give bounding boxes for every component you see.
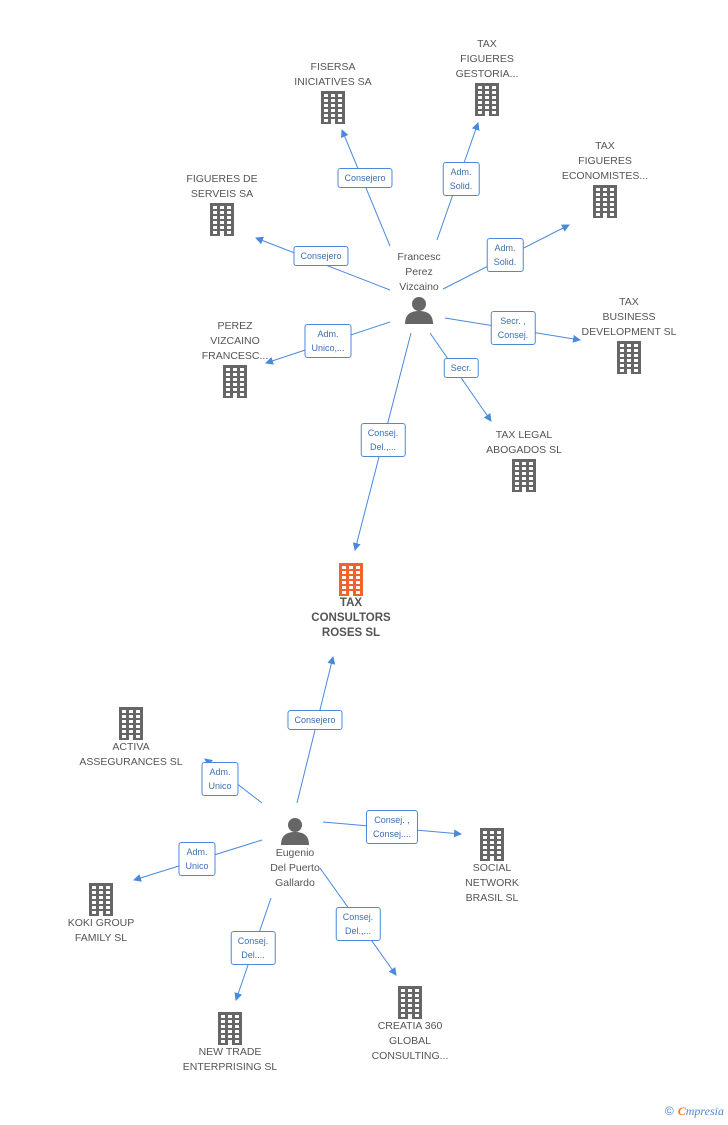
brand-footer: ©Cmpresia xyxy=(665,1104,724,1119)
company-node-new-trade[interactable]: NEW TRADE ENTERPRISING SL xyxy=(165,1011,295,1075)
building-icon xyxy=(321,91,345,124)
node-label[interactable]: ACTIVA ASSEGURANCES SL xyxy=(79,741,183,768)
company-node-creatia[interactable]: CREATIA 360 GLOBAL CONSULTING... xyxy=(345,985,475,1064)
edge-role-label[interactable]: Consejero xyxy=(287,710,343,730)
edge-role-label[interactable]: Consej. , Consej.... xyxy=(365,810,419,844)
person-node-francesc[interactable]: Francesc Perez Vizcaino xyxy=(354,250,484,325)
building-icon xyxy=(210,203,234,236)
node-label[interactable]: TAX BUSINESS DEVELOPMENT SL xyxy=(581,296,677,338)
copyright-icon: © xyxy=(664,1104,674,1118)
edge-role-label[interactable]: Consej. Del.,... xyxy=(360,423,406,457)
node-label[interactable]: KOKI GROUP FAMILY SL xyxy=(67,917,135,944)
building-icon xyxy=(218,1012,242,1045)
company-node-fisersa[interactable]: FISERSA INICIATIVES SA xyxy=(268,60,398,124)
edge-role-label[interactable]: Consejero xyxy=(293,246,349,266)
node-label[interactable]: Francesc Perez Vizcaino xyxy=(397,251,441,293)
person-icon xyxy=(281,818,309,845)
building-icon xyxy=(593,185,617,218)
building-icon xyxy=(398,986,422,1019)
company-node-figueres-serveis[interactable]: FIGUERES DE SERVEIS SA xyxy=(157,172,287,236)
company-node-perez-vizcaino[interactable]: PEREZ VIZCAINO FRANCESC... xyxy=(170,319,300,398)
node-label[interactable]: FIGUERES DE SERVEIS SA xyxy=(186,173,258,200)
node-label[interactable]: TAX FIGUERES GESTORIA... xyxy=(455,38,519,80)
company-node-social-network[interactable]: SOCIAL NETWORK BRASIL SL xyxy=(427,827,557,906)
edge-role-label[interactable]: Adm. Unico,... xyxy=(304,324,352,358)
edge-role-label[interactable]: Consej. Del.,... xyxy=(335,907,381,941)
node-label[interactable]: TAX CONSULTORS ROSES SL xyxy=(311,597,391,639)
building-icon xyxy=(512,459,536,492)
edge-role-label[interactable]: Adm. Solid. xyxy=(442,162,480,196)
person-icon xyxy=(405,297,433,324)
edge-role-label[interactable]: Adm. Solid. xyxy=(486,238,524,272)
company-node-tax-figueres-gestoria[interactable]: TAX FIGUERES GESTORIA... xyxy=(422,37,552,116)
node-label[interactable]: CREATIA 360 GLOBAL CONSULTING... xyxy=(371,1020,449,1062)
edge-role-label[interactable]: Consejero xyxy=(337,168,393,188)
edge-eugenio-to-tax-consultors xyxy=(296,656,336,804)
person-node-eugenio[interactable]: Eugenio Del Puerto Gallardo xyxy=(230,816,360,891)
edge-role-label[interactable]: Consej. Del.... xyxy=(230,931,276,965)
edge-role-label[interactable]: Secr. , Consej. xyxy=(490,311,536,345)
company-node-tax-consultors[interactable]: TAX CONSULTORS ROSES SL xyxy=(286,562,416,641)
brand-logo-text: mpresia xyxy=(685,1104,724,1118)
building-icon xyxy=(119,707,143,740)
company-node-activa[interactable]: ACTIVA ASSEGURANCES SL xyxy=(66,706,196,770)
edge-role-label[interactable]: Adm. Unico xyxy=(201,762,239,796)
node-label[interactable]: SOCIAL NETWORK BRASIL SL xyxy=(465,862,519,904)
building-icon xyxy=(480,828,504,861)
node-label[interactable]: TAX LEGAL ABOGADOS SL xyxy=(486,429,562,456)
edge-role-label[interactable]: Secr. xyxy=(443,358,479,378)
node-label[interactable]: Eugenio Del Puerto Gallardo xyxy=(270,847,320,889)
building-icon xyxy=(475,83,499,116)
node-label[interactable]: PEREZ VIZCAINO FRANCESC... xyxy=(201,320,269,362)
brand-logo-initial: C xyxy=(677,1104,686,1118)
company-node-koki[interactable]: KOKI GROUP FAMILY SL xyxy=(36,882,166,946)
building-icon xyxy=(617,341,641,374)
edge-role-label[interactable]: Adm. Unico xyxy=(178,842,216,876)
building-icon xyxy=(223,365,247,398)
node-label[interactable]: NEW TRADE ENTERPRISING SL xyxy=(182,1046,278,1073)
node-label[interactable]: TAX FIGUERES ECONOMISTES... xyxy=(561,140,649,182)
building-icon xyxy=(89,883,113,916)
building-icon xyxy=(339,563,363,596)
company-node-tax-figueres-economistes[interactable]: TAX FIGUERES ECONOMISTES... xyxy=(540,139,670,218)
node-label[interactable]: FISERSA INICIATIVES SA xyxy=(294,61,372,88)
edge-francesc-to-fisersa xyxy=(340,129,391,247)
company-node-tax-legal[interactable]: TAX LEGAL ABOGADOS SL xyxy=(459,428,589,492)
company-node-tax-business[interactable]: TAX BUSINESS DEVELOPMENT SL xyxy=(564,295,694,374)
